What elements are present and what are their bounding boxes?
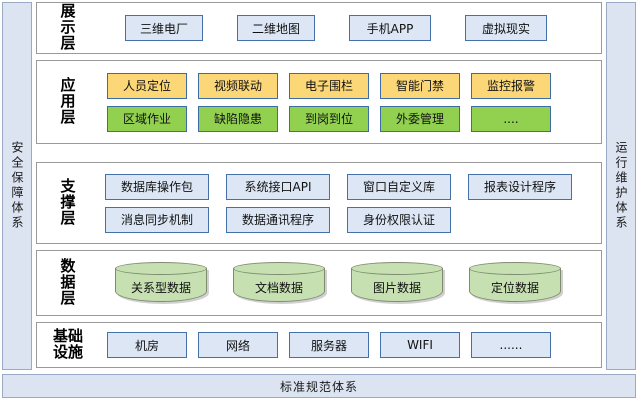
left-side-panel-security-system: 安全保障体系 [2, 2, 32, 370]
node-network[interactable]: 网络 [198, 332, 278, 358]
node-identity-authorization-auth[interactable]: 身份权限认证 [347, 206, 451, 233]
layer-support-body: 数据库操作包 系统接口API 窗口自定义库 报表设计程序 消息同步机制 数据通讯… [99, 173, 601, 233]
left-side-panel-label: 安全保障体系 [10, 141, 24, 231]
node-2d-map[interactable]: 二维地图 [237, 15, 315, 41]
layer-application-label-char-1: 用 [60, 92, 76, 111]
layer-data-row: 关系型数据 文档数据 图片数据 定位数据 [99, 262, 597, 304]
layer-application: 应 用 层 人员定位 视频联动 电子围栏 智能门禁 监控报警 区域作业 缺陷隐患… [36, 60, 602, 144]
cylinder-image-data-label: 图片数据 [372, 280, 421, 295]
layer-infrastructure-label-line-0: 基础 [52, 327, 83, 346]
layer-data: 数 据 层 关系型数据 文档数据 图片 [36, 250, 602, 316]
right-side-panel-label: 运行维护体系 [614, 141, 628, 231]
node-personnel-positioning[interactable]: 人员定位 [107, 72, 187, 99]
layer-application-body: 人员定位 视频联动 电子围栏 智能门禁 监控报警 区域作业 缺陷隐患 到岗到位 … [99, 72, 601, 132]
layer-application-label: 应 用 层 [37, 78, 99, 125]
node-electronic-fence[interactable]: 电子围栏 [289, 72, 369, 99]
cylinder-location-data-top [469, 262, 561, 275]
node-mobile-app[interactable]: 手机APP [349, 15, 431, 41]
node-area-operation[interactable]: 区域作业 [107, 105, 187, 132]
layer-presentation: 展 示 层 三维电厂 二维地图 手机APP 虚拟现实 [36, 2, 602, 54]
layer-infrastructure-row: 机房 网络 服务器 WIFI ...... [99, 332, 597, 358]
layer-data-label-char-0: 数 [60, 257, 76, 276]
layer-support-label-char-0: 支 [60, 177, 76, 196]
cylinder-document-data[interactable]: 文档数据 [233, 262, 325, 304]
node-window-custom-library[interactable]: 窗口自定义库 [347, 173, 451, 200]
layer-support-label-char-2: 层 [60, 208, 76, 227]
layer-support: 支 撑 层 数据库操作包 系统接口API 窗口自定义库 报表设计程序 消息同步机… [36, 162, 602, 244]
layer-presentation-label-char-2: 层 [60, 33, 76, 52]
node-equipment-room[interactable]: 机房 [107, 332, 187, 358]
node-video-linkage[interactable]: 视频联动 [198, 72, 278, 99]
node-outsourcing-management[interactable]: 外委管理 [380, 105, 460, 132]
layer-presentation-body: 三维电厂 二维地图 手机APP 虚拟现实 [99, 15, 601, 41]
layer-support-row-1: 数据库操作包 系统接口API 窗口自定义库 报表设计程序 [99, 173, 597, 200]
node-message-sync-mechanism[interactable]: 消息同步机制 [105, 206, 209, 233]
cylinder-image-data-top [351, 262, 443, 275]
node-3d-power-plant[interactable]: 三维电厂 [125, 15, 203, 41]
layer-infrastructure: 基础 设施 机房 网络 服务器 WIFI ...... [36, 322, 602, 368]
cylinder-image-data[interactable]: 图片数据 [351, 262, 443, 304]
node-application-more[interactable]: .... [471, 105, 551, 132]
layer-presentation-label: 展 示 层 [37, 4, 99, 51]
layer-application-row-green: 区域作业 缺陷隐患 到岗到位 外委管理 .... [99, 105, 597, 132]
bottom-bar-standards-system: 标准规范体系 [2, 374, 636, 398]
layer-data-body: 关系型数据 文档数据 图片数据 定位数据 [99, 262, 601, 304]
node-database-operation-package[interactable]: 数据库操作包 [105, 173, 209, 200]
node-virtual-reality[interactable]: 虚拟现实 [465, 15, 547, 41]
right-side-panel-ops-maintenance-system: 运行维护体系 [606, 2, 636, 370]
cylinder-relational-data[interactable]: 关系型数据 [115, 262, 207, 304]
cylinder-image-data-body [351, 268, 443, 302]
layer-data-label-char-1: 据 [60, 273, 76, 292]
layer-application-label-char-2: 层 [60, 107, 76, 126]
node-monitoring-alarm[interactable]: 监控报警 [471, 72, 551, 99]
layer-infrastructure-label-line-1: 设施 [52, 343, 83, 361]
cylinder-document-data-label: 文档数据 [254, 280, 303, 295]
node-data-communication-program[interactable]: 数据通讯程序 [226, 206, 330, 233]
node-defect-hazard[interactable]: 缺陷隐患 [198, 105, 278, 132]
layer-presentation-row: 三维电厂 二维地图 手机APP 虚拟现实 [99, 15, 597, 41]
layer-support-label-char-1: 撑 [60, 193, 76, 212]
cylinder-relational-data-label: 关系型数据 [130, 280, 191, 295]
node-on-duty-in-place[interactable]: 到岗到位 [289, 105, 369, 132]
layer-presentation-label-char-1: 示 [60, 18, 76, 37]
layer-data-label-char-2: 层 [60, 288, 76, 307]
layer-support-row-2: 消息同步机制 数据通讯程序 身份权限认证 [99, 206, 597, 233]
bottom-bar-label: 标准规范体系 [279, 379, 358, 394]
layer-support-label: 支 撑 层 [37, 179, 99, 226]
node-smart-access-control[interactable]: 智能门禁 [380, 72, 460, 99]
layer-presentation-label-char-0: 展 [60, 2, 76, 21]
node-report-design-program[interactable]: 报表设计程序 [468, 173, 572, 200]
cylinder-relational-data-top [115, 262, 207, 275]
layer-infrastructure-label: 基础 设施 [37, 327, 99, 361]
cylinder-location-data[interactable]: 定位数据 [469, 262, 561, 304]
layer-data-label: 数 据 层 [37, 259, 99, 306]
node-server[interactable]: 服务器 [289, 332, 369, 358]
layer-application-label-char-0: 应 [60, 76, 76, 95]
cylinder-document-data-top [233, 262, 325, 275]
layer-infrastructure-body: 机房 网络 服务器 WIFI ...... [99, 332, 601, 358]
layer-application-row-orange: 人员定位 视频联动 电子围栏 智能门禁 监控报警 [99, 72, 597, 99]
node-infrastructure-more[interactable]: ...... [471, 332, 551, 358]
node-system-interface-api[interactable]: 系统接口API [226, 173, 330, 200]
node-wifi[interactable]: WIFI [380, 332, 460, 358]
cylinder-location-data-label: 定位数据 [490, 280, 539, 295]
